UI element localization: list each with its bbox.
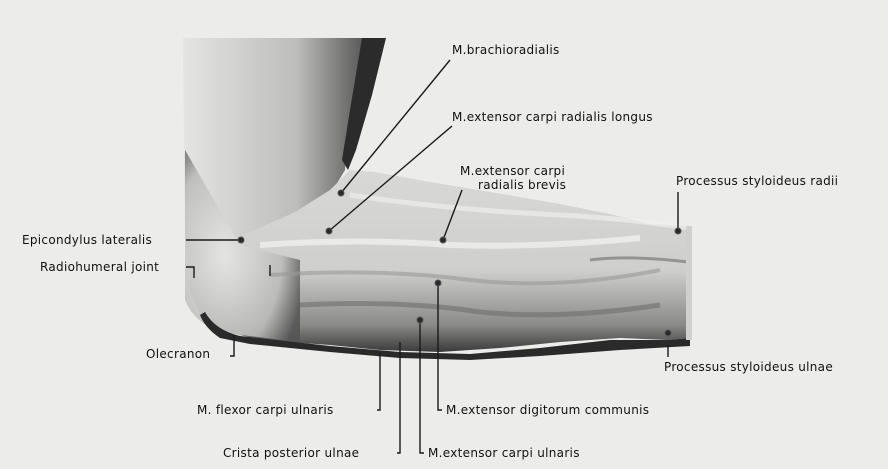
- label-radiohumeral-joint: Radiohumeral joint: [40, 260, 159, 274]
- label-extensor-carpi-radialis-brevis-line1: M.extensor carpi: [460, 164, 565, 178]
- wrist-edge: [686, 226, 692, 340]
- label-olecranon: Olecranon: [146, 347, 210, 361]
- label-processus-styloideus-ulnae: Processus styloideus ulnae: [664, 360, 833, 374]
- label-extensor-digitorum-communis: M.extensor digitorum communis: [446, 403, 649, 417]
- label-brachioradialis: M.brachioradialis: [452, 43, 560, 57]
- label-extensor-carpi-radialis-brevis-line2: radialis brevis: [478, 178, 566, 192]
- label-crista-posterior-ulnae: Crista posterior ulnae: [223, 446, 359, 460]
- label-extensor-carpi-ulnaris: M.extensor carpi ulnaris: [428, 446, 580, 460]
- label-extensor-carpi-radialis-longus: M.extensor carpi radialis longus: [452, 110, 653, 124]
- label-flexor-carpi-ulnaris: M. flexor carpi ulnaris: [197, 403, 334, 417]
- label-epicondylus-lateralis: Epicondylus lateralis: [22, 233, 152, 247]
- label-processus-styloideus-radii: Processus styloideus radii: [676, 174, 838, 188]
